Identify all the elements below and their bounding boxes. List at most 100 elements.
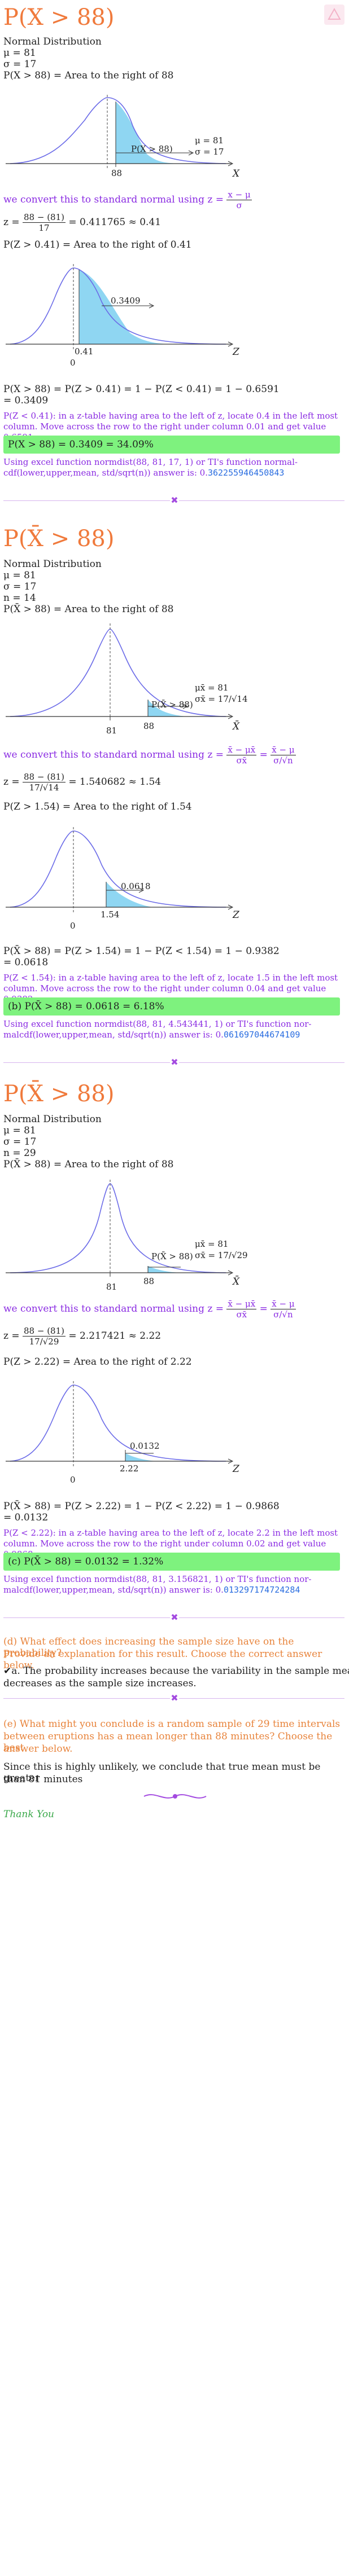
ztable-note: P(Z < 1.54): in a z-table having area to… xyxy=(3,973,338,1004)
graph-mu: μx̄ = 81 xyxy=(195,1239,229,1249)
answer-e-line-2: than 81 minutes xyxy=(3,1774,83,1785)
z-den: 17 xyxy=(38,223,50,233)
graph-mu: μx̄ = 81 xyxy=(195,683,229,693)
excel-line-1: Using excel function normdist(88, 81, 3.… xyxy=(3,1574,312,1584)
n-value: n = 14 xyxy=(3,592,36,604)
z-num: 88 − (81) xyxy=(23,1326,66,1337)
question-e-line-2: between eruptions has a mean longer than… xyxy=(3,1731,333,1753)
tick-88: 88 xyxy=(143,721,155,731)
shade-label: P(X̄ > 88) xyxy=(151,1251,193,1261)
part-a-title: P(X > 88) xyxy=(3,5,115,30)
normal-curve-graph-x xyxy=(6,95,234,168)
z-rhs: = 1.540682 ≈ 1.54 xyxy=(68,776,162,788)
checkmark-icon: ✔ xyxy=(3,1665,12,1677)
excel-line-1: Using excel function normdist(88, 81, 4.… xyxy=(3,1019,312,1029)
z-lhs: z = xyxy=(3,776,20,788)
z-den: 17/√29 xyxy=(29,1337,59,1347)
normal-curve-graph-z xyxy=(6,827,234,914)
tick-0: 0 xyxy=(70,1475,76,1485)
graph-mu: μ = 81 xyxy=(195,135,224,146)
question-d-line-2: Provide an explanation for this result. … xyxy=(3,1649,322,1671)
convert-num: x − μ xyxy=(226,190,252,200)
tick-0: 0 xyxy=(70,358,76,368)
z-num: 88 − (81) xyxy=(23,212,66,223)
tick-041: 0.41 xyxy=(75,346,94,357)
calc-result: = 0.3409 xyxy=(3,395,49,406)
convert-num: x̄ − μx̄ xyxy=(226,1299,257,1309)
corner-logo-icon xyxy=(324,5,344,25)
excel-value: 362255946450843 xyxy=(207,468,285,478)
axis-z-label: Z xyxy=(233,1463,239,1475)
calc-line: P(X̄ > 88) = P(Z > 1.54) = 1 − P(Z < 1.5… xyxy=(3,946,280,957)
axis-z-label: Z xyxy=(233,909,239,921)
tick-81: 81 xyxy=(106,1282,117,1292)
convert-den-2: σ/√n xyxy=(273,755,293,766)
normal-curve-graph-xbar xyxy=(6,623,234,722)
z-area-statement: P(Z > 0.41) = Area to the right of 0.41 xyxy=(3,239,192,250)
z-den: 17/√14 xyxy=(29,783,59,793)
graph-sigma: σ = 17 xyxy=(195,147,224,157)
shade-label: P(X̄ > 88) xyxy=(151,700,193,710)
z-area-statement: P(Z > 2.22) = Area to the right of 2.22 xyxy=(3,1356,192,1368)
question-d-line-1: (d) What effect does increasing the samp… xyxy=(3,1636,294,1659)
part-c-title: P(X̄ > 88) xyxy=(3,1081,115,1107)
calc-line: P(X̄ > 88) = P(Z > 2.22) = 1 − P(Z < 2.2… xyxy=(3,1501,280,1512)
question-e-line-1: (e) What might you conclude is a random … xyxy=(3,1718,341,1730)
graph-sigma: σx̄ = 17/√14 xyxy=(195,694,248,704)
z-rhs: = 0.411765 ≈ 0.41 xyxy=(68,217,162,228)
normal-curve-graph-z xyxy=(6,1381,234,1468)
separator-star-icon: ✖ xyxy=(170,1693,179,1703)
tick-0: 0 xyxy=(70,921,76,931)
tick-222: 2.22 xyxy=(120,1463,139,1474)
mu-value: μ = 81 xyxy=(3,47,36,59)
z-shade-label: 0.0618 xyxy=(121,881,151,891)
answer-a: P(X > 88) = 0.3409 = 34.09% xyxy=(3,436,340,454)
area-statement: P(X̄ > 88) = Area to the right of 88 xyxy=(3,1159,174,1170)
answer-d-line-1: a. The probability increases because the… xyxy=(11,1665,349,1677)
thank-you-text: Thank You xyxy=(3,1809,55,1820)
sigma-value: σ = 17 xyxy=(3,1136,37,1148)
convert-den: σ xyxy=(236,200,242,210)
z-shade-label: 0.3409 xyxy=(111,296,141,306)
z-rhs: = 2.217421 ≈ 2.22 xyxy=(68,1330,162,1342)
sigma-value: σ = 17 xyxy=(3,59,37,70)
n-value: n = 29 xyxy=(3,1148,36,1159)
dist-label: Normal Distribution xyxy=(3,559,102,570)
tick-88: 88 xyxy=(143,1276,155,1286)
calc-result: = 0.0618 xyxy=(3,957,49,968)
separator-star-icon: ✖ xyxy=(170,495,179,505)
tick-154: 1.54 xyxy=(101,909,120,920)
convert-text: we convert this to standard normal using… xyxy=(3,749,224,761)
z-area-statement: P(Z > 1.54) = Area to the right of 1.54 xyxy=(3,801,192,812)
excel-line-2: malcdf(lower,upper,mean, std/sqrt(n)) an… xyxy=(3,1030,224,1040)
excel-value: 061697044674109 xyxy=(223,1030,300,1040)
dist-label: Normal Distribution xyxy=(3,36,102,47)
z-num: 88 − (81) xyxy=(23,772,66,783)
convert-den: σx̄ xyxy=(236,1309,247,1320)
axis-z-label: Z xyxy=(233,346,239,358)
normal-curve-graph-xbar xyxy=(6,1180,234,1278)
convert-num: x̄ − μx̄ xyxy=(226,745,257,755)
tick-88: 88 xyxy=(111,168,123,178)
mu-value: μ = 81 xyxy=(3,1125,36,1136)
convert-num-2: x̄ − μ xyxy=(271,1299,296,1309)
convert-den-2: σ/√n xyxy=(273,1309,293,1320)
axis-x-label: X xyxy=(233,168,240,179)
convert-text: we convert this to standard normal using… xyxy=(3,1303,224,1315)
z-shade-label: 0.0132 xyxy=(130,1441,160,1451)
answer-d-line-2: decreases as the sample size increases. xyxy=(3,1678,197,1689)
axis-xbar-label: X̄ xyxy=(233,1276,240,1287)
area-statement: P(X > 88) = Area to the right of 88 xyxy=(3,70,174,81)
separator-star-icon: ✖ xyxy=(170,1057,179,1067)
dist-label: Normal Distribution xyxy=(3,1114,102,1125)
normal-curve-graph-z xyxy=(6,264,234,351)
z-lhs: z = xyxy=(3,1330,20,1342)
convert-den: σx̄ xyxy=(236,755,247,766)
graph-sigma: σx̄ = 17/√29 xyxy=(195,1250,248,1260)
tick-81: 81 xyxy=(106,726,117,736)
excel-line-2: cdf(lower,upper,mean, std/sqrt(n)) answe… xyxy=(3,468,208,478)
question-e-line-3: answer below. xyxy=(3,1743,73,1755)
ornament-divider-icon xyxy=(143,1794,207,1799)
calc-result: = 0.0132 xyxy=(3,1512,49,1523)
area-statement: P(X̄ > 88) = Area to the right of 88 xyxy=(3,604,174,615)
